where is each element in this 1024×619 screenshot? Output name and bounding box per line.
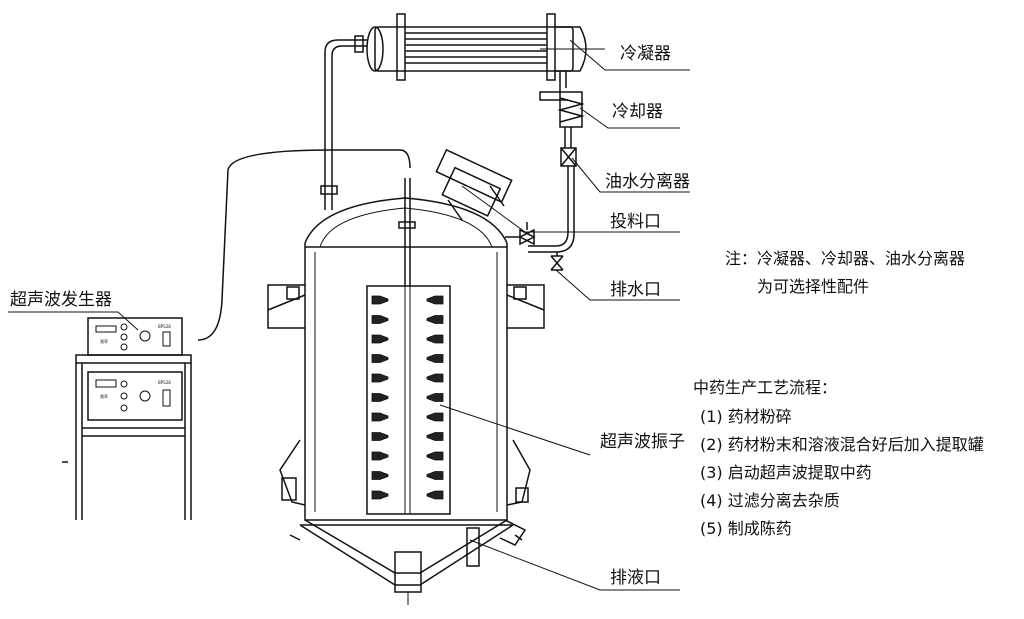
tank-body [267,197,545,605]
generator-stand [62,354,192,520]
process-title: 中药生产工艺流程： [693,378,838,397]
generator-unit-top: 频率 BPS28 [87,317,183,356]
transducer-shaft [398,178,416,286]
transducer-head [371,373,389,383]
transducer-head [426,471,444,480]
svg-text:频率: 频率 [100,393,108,399]
process-step: (2) 药材粉末和溶液混合好后加入提取罐 [700,435,984,454]
separator [528,147,577,271]
note-line-2: 为可选择性配件 [757,277,870,296]
transducer-head [371,412,389,422]
transducer-head [426,451,444,461]
process-step: (5) 制成陈药 [700,519,792,538]
transducer-head [426,315,444,324]
transducer-head [371,354,389,363]
label-liquid-drain: 排液口 [610,568,661,588]
label-water-drain: 排水口 [610,280,661,300]
vapor-pipe [320,35,367,210]
label-transducer: 超声波振子 [600,432,685,452]
svg-text:BPS28: BPS28 [158,324,171,329]
transducer-head [371,451,389,461]
transducer-head [426,412,444,422]
transducer-head [371,471,389,480]
feed-port [435,148,513,221]
label-generator: 超声波发生器 [10,290,112,310]
ultrasonic-cable [197,149,411,341]
process-step: (3) 启动超声波提取中药 [700,463,872,482]
label-condenser: 冷凝器 [620,44,671,64]
svg-text:频率: 频率 [100,338,108,344]
transducer-head [371,334,389,344]
transducer-head [426,295,444,305]
water-valve [505,222,536,246]
leader-lines [8,39,690,591]
transducer-head [426,334,444,344]
transducer-head [426,490,444,500]
generator-unit-bottom: 频率 BPS28 [87,371,183,421]
note-line-1: 注：冷凝器、冷却器、油水分离器 [725,249,966,268]
transducer-head [371,490,389,500]
transducer-head [426,432,444,441]
process-step: (4) 过滤分离去杂质 [700,491,840,510]
transducer-head [426,373,444,383]
transducer-head [371,315,389,324]
transducer-head [371,295,389,305]
svg-text:BPS28: BPS28 [158,380,171,385]
condenser [366,13,605,81]
label-feed-port: 投料口 [610,212,661,232]
transducer-head [371,393,389,402]
transducer-head [426,393,444,402]
label-cooler: 冷却器 [612,102,663,122]
transducer-head [371,432,389,441]
condensate-pipe [539,71,568,101]
transducer-head [426,354,444,363]
label-separator: 油水分离器 [605,172,690,192]
transducer-array [366,285,451,515]
process-step: (1) 药材粉碎 [700,407,792,426]
